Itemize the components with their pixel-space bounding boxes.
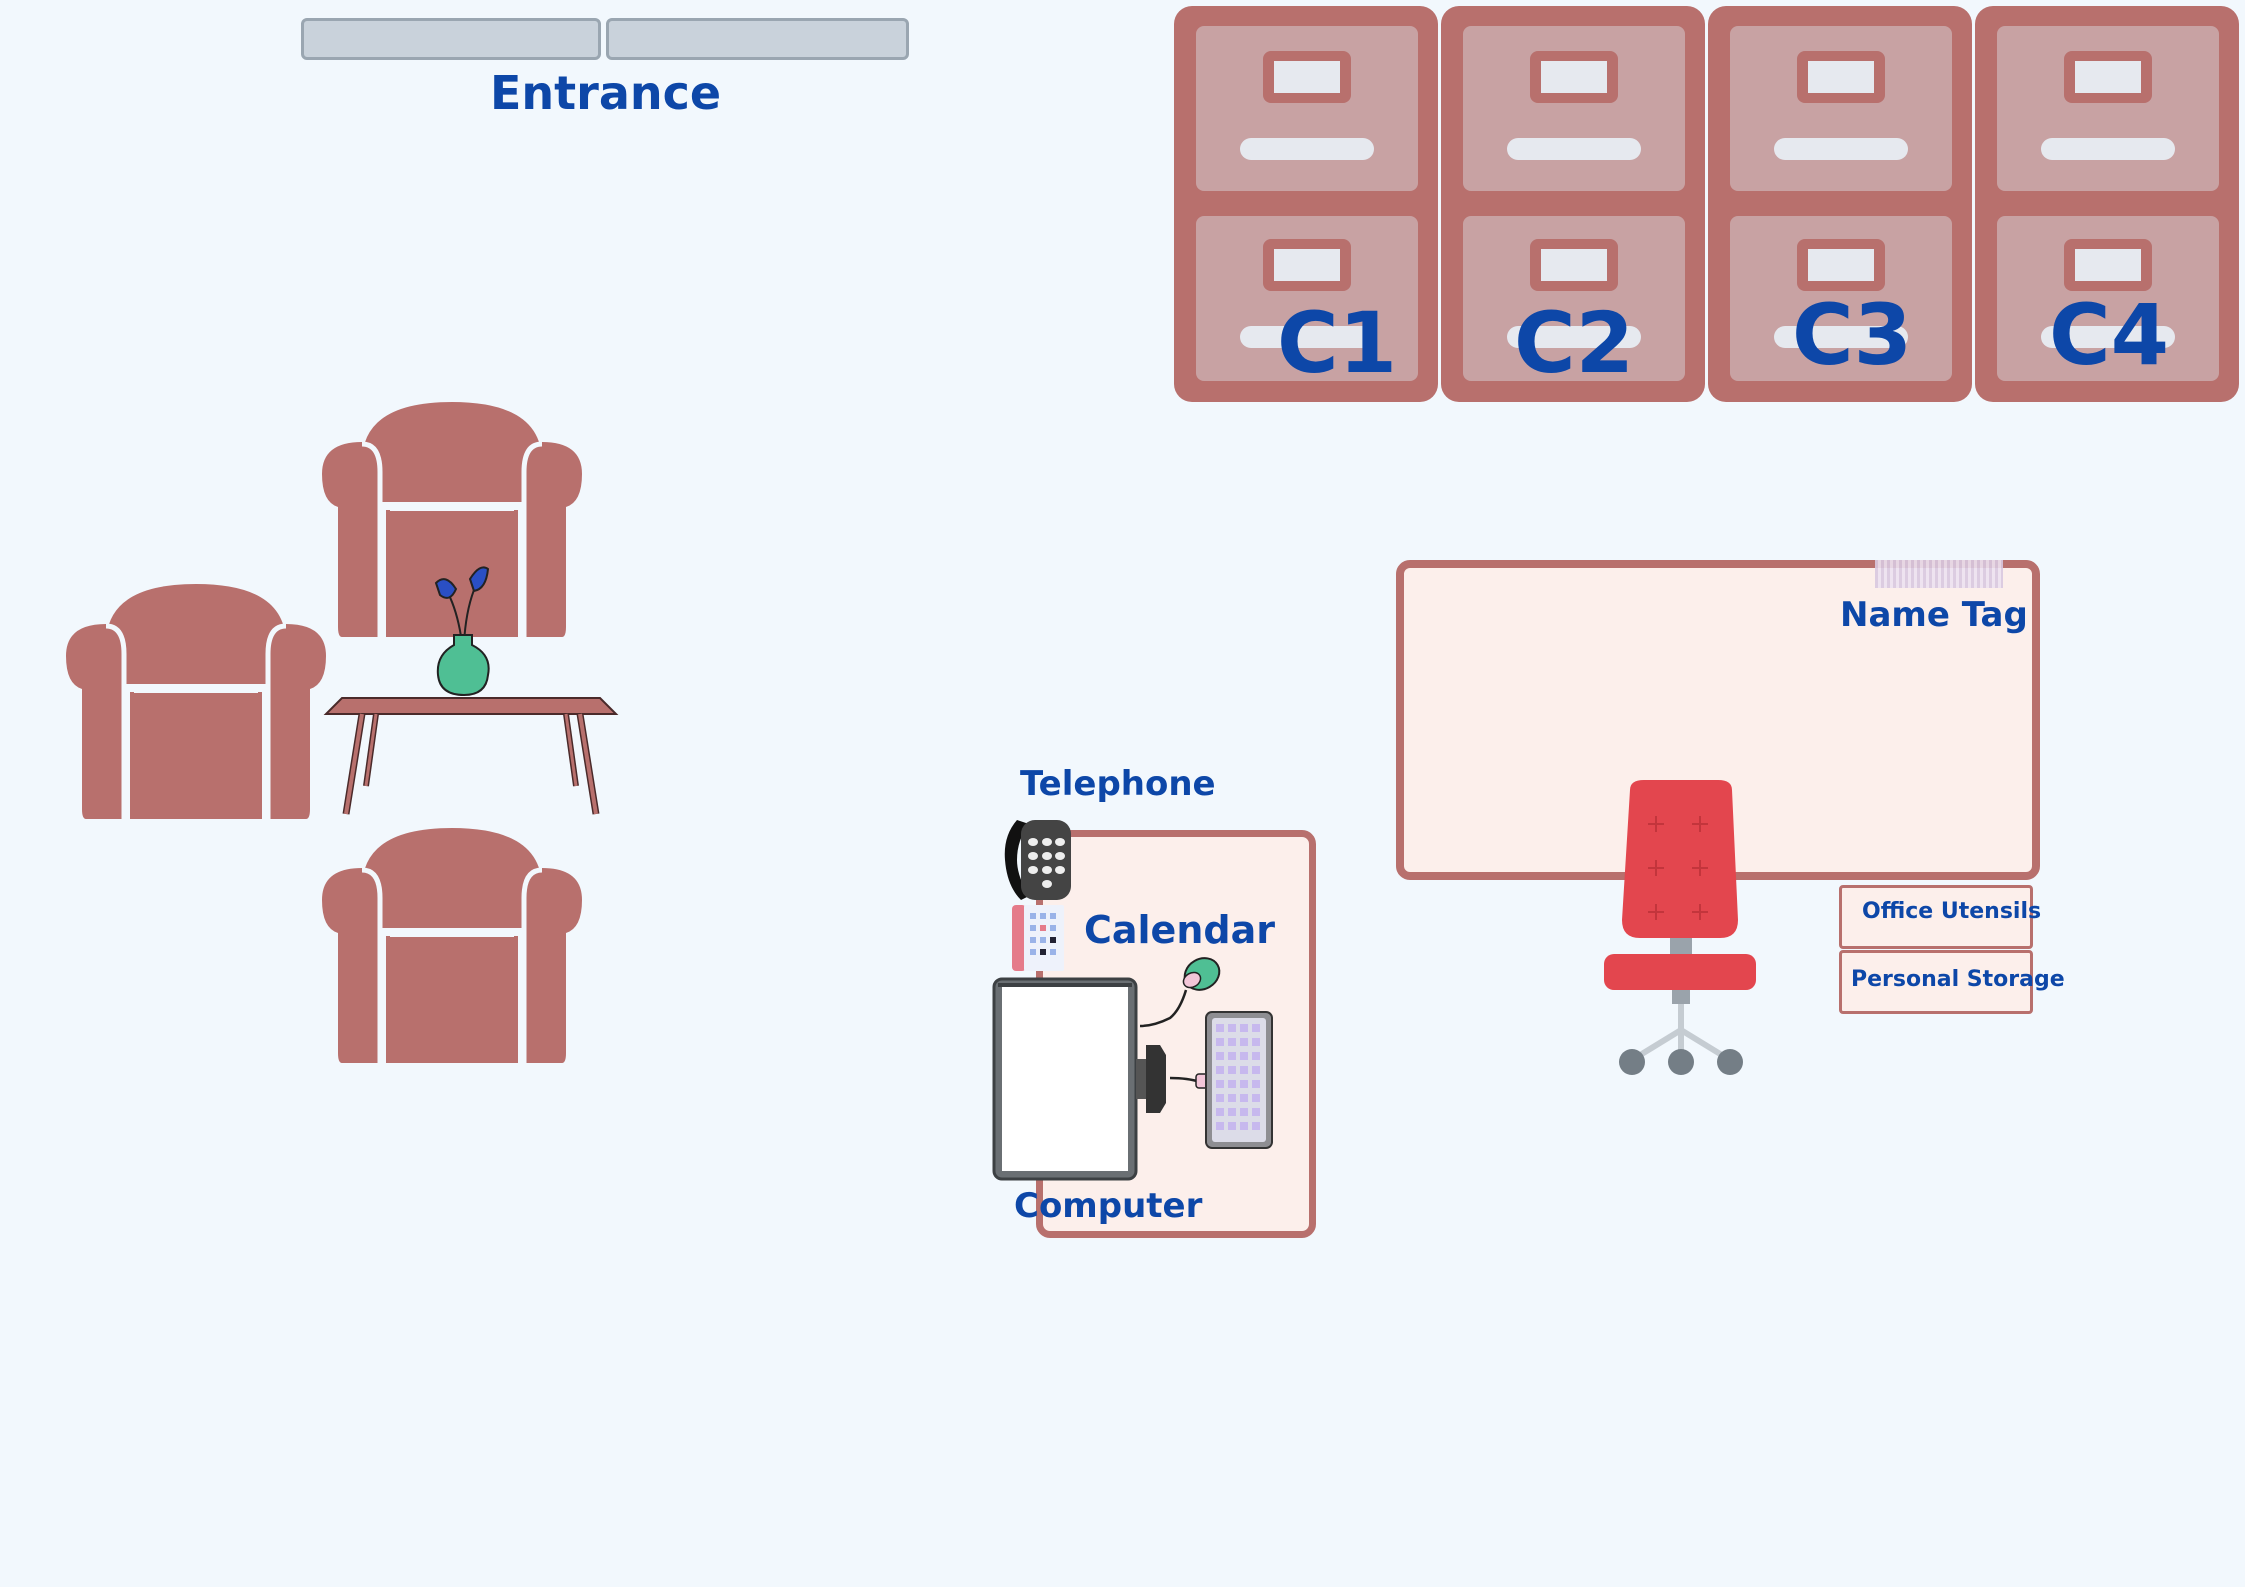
entrance-door-left [301,18,601,60]
cabinet-label-c3: C3 [1792,286,1913,384]
keyboard-icon [1169,1011,1273,1149]
entrance-label: Entrance [490,66,722,120]
vase-icon [434,566,490,697]
cabinet-label-c2: C2 [1514,294,1635,392]
telephone-label: Telephone [1020,764,1216,804]
name-tag [1875,560,2003,588]
personal-storage-label: Personal Storage [1851,967,2065,992]
name-tag-label: Name Tag [1840,595,2028,635]
office-utensils-label: Office Utensils [1862,899,2042,924]
calendar-label: Calendar [1084,908,1275,952]
personal-storage-drawer [1839,950,2033,1014]
coffee-table-icon [323,697,619,815]
mouse-icon [1139,957,1221,1028]
filing-cabinets: C1 C2 C3 C4 [1172,4,2242,404]
office-utensils-drawer [1839,885,2033,949]
armchair-icon [322,402,582,637]
armchair-icon [322,828,582,1063]
armchair-icon [66,584,326,819]
entrance-door-right [606,18,909,60]
office-chair-icon [1604,780,1756,1075]
cabinet-label-c1: C1 [1277,294,1398,392]
filing-cabinet-icon [1174,6,2239,402]
cabinet-label-c4: C4 [2049,286,2170,384]
calendar-icon [1012,905,1064,971]
computer-label: Computer [1014,1186,1203,1226]
telephone-icon [1004,820,1071,900]
monitor-icon [992,977,1166,1181]
